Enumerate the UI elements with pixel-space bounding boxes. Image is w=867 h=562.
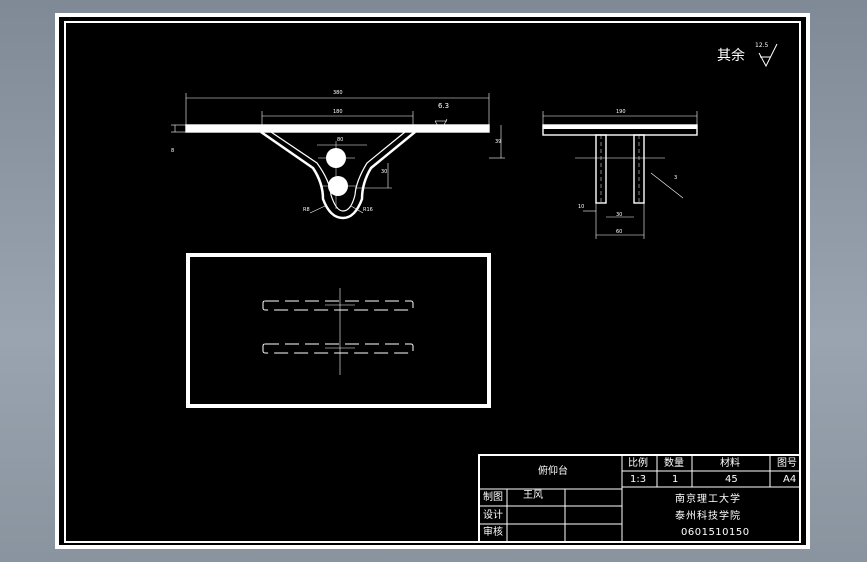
top-view-outline xyxy=(186,253,491,408)
top-plate xyxy=(185,124,490,133)
dim-3: 3 xyxy=(674,175,678,181)
v-bracket-outer xyxy=(260,130,416,220)
dim-10: 10 xyxy=(578,204,585,210)
top-view xyxy=(186,253,491,408)
dim-60: 60 xyxy=(616,229,623,235)
inner-frame xyxy=(64,21,801,543)
front-view xyxy=(185,124,490,220)
part-name: 俯仰台 xyxy=(538,466,568,477)
role-designer: 设计 xyxy=(483,510,503,521)
front-view-dimensions xyxy=(171,93,505,214)
drawing-sheet: 其余 12.5 380 180 80 6.3 8 39 30 R8 R16 19… xyxy=(55,13,810,549)
header-drawing-no: 图号 xyxy=(777,458,797,469)
dim-39: 39 xyxy=(495,139,502,145)
value-scale: 1:3 xyxy=(630,474,647,485)
role-reviewer: 审核 xyxy=(483,527,503,538)
dim-roughness-6-3: 6.3 xyxy=(438,102,450,110)
title-block xyxy=(478,454,801,543)
dim-380: 380 xyxy=(333,90,343,96)
school-name-line1: 南京理工大学 xyxy=(675,494,741,505)
header-material: 材料 xyxy=(720,458,740,469)
roughness-symbol xyxy=(758,43,778,68)
school-name-line2: 泰州科技学院 xyxy=(675,511,741,522)
value-quantity: 1 xyxy=(672,474,679,485)
outer-frame xyxy=(55,13,810,549)
header-scale: 比例 xyxy=(628,458,648,469)
value-drawing-no: A4 xyxy=(783,474,797,485)
roughness-value: 12.5 xyxy=(755,42,769,49)
drawing-canvas xyxy=(55,13,810,549)
header-quantity: 数量 xyxy=(664,458,684,469)
dim-r16: R16 xyxy=(363,207,373,213)
drafter-name: 王风 xyxy=(523,490,543,501)
side-view xyxy=(542,124,698,204)
dim-180: 180 xyxy=(333,109,343,115)
student-id: 0601510150 xyxy=(681,527,750,538)
dim-30: 30 xyxy=(616,212,623,218)
roughness-note-label: 其余 xyxy=(717,48,745,64)
role-drafter: 制图 xyxy=(483,492,503,503)
dim-30: 30 xyxy=(381,169,388,175)
side-view-dimensions xyxy=(542,111,698,239)
dim-8: 8 xyxy=(171,148,175,154)
dim-r8: R8 xyxy=(303,207,310,213)
value-material: 45 xyxy=(725,474,738,485)
dim-190: 190 xyxy=(616,109,626,115)
dim-80: 80 xyxy=(337,137,344,143)
